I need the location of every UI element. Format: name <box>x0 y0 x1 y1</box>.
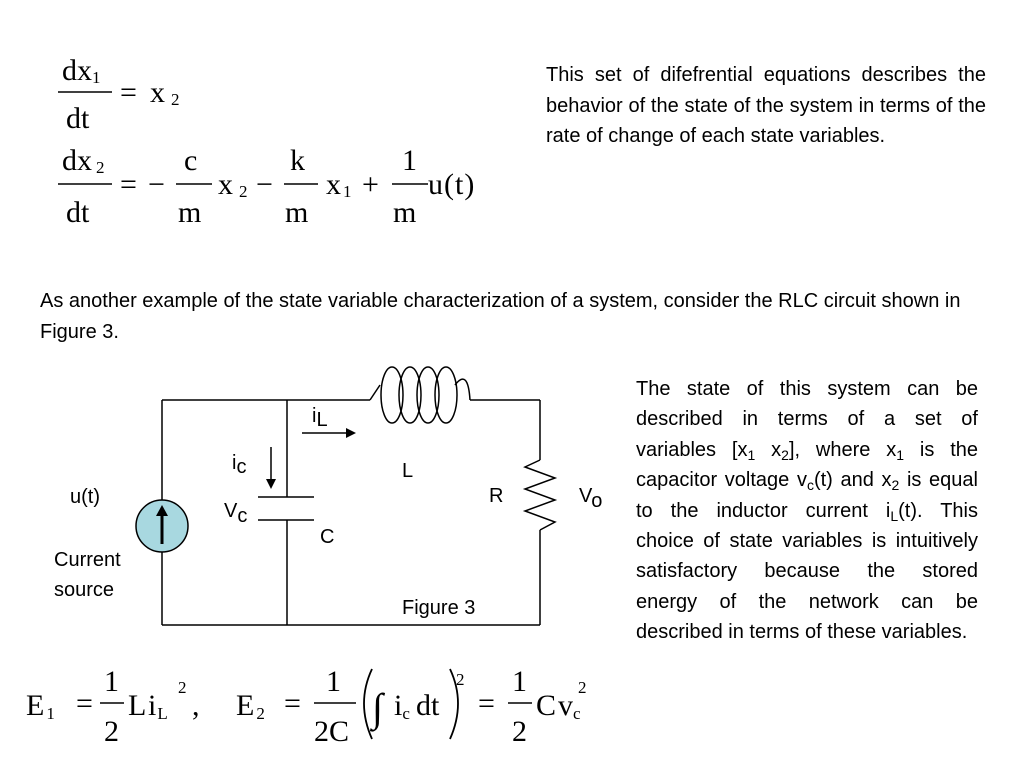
e2-square: 2 <box>456 670 465 689</box>
eq2-frac2-den: m <box>285 196 308 229</box>
resistor-zigzag <box>522 459 558 531</box>
e2-integral-sign: ∫ <box>369 685 386 732</box>
eq2-plus: + <box>362 168 379 201</box>
current-source-arrow-head <box>156 505 168 516</box>
ic-label: ic <box>232 452 246 478</box>
e1-L: L <box>128 689 146 722</box>
resistor-label: R <box>489 485 503 507</box>
e2-equals: = <box>284 687 301 720</box>
e2-dt: dt <box>416 689 440 722</box>
il-label: iL <box>312 405 328 431</box>
e2-half-num: 1 <box>512 665 527 698</box>
inductor-coil <box>369 366 471 424</box>
capacitor-label: C <box>320 526 334 548</box>
e1-iL: iL <box>148 689 168 723</box>
eq2-frac3-den: m <box>393 196 416 229</box>
paragraph-state-equations: This set of difefrential equations descr… <box>546 64 986 147</box>
e2-right-paren <box>449 668 459 740</box>
e2-vc: vc <box>558 689 581 723</box>
eq2-frac1-num: c <box>184 144 197 177</box>
il-arrow-head <box>346 428 356 438</box>
e2-frac-num: 1 <box>326 665 341 698</box>
e2-ic: ic <box>394 689 410 723</box>
eq2-denominator: dt <box>66 196 90 229</box>
e1-half-num: 1 <box>104 665 119 698</box>
e1-square: 2 <box>178 678 187 697</box>
paragraph-rlc-intro: As another example of the state variable… <box>40 290 961 343</box>
eq2-term3: u(t) <box>428 168 475 201</box>
eq2-minus-2: − <box>256 168 273 201</box>
eq1-equals: = <box>120 76 137 109</box>
rlc-circuit-diagram: iL ic L u(t) R Vo Vc C Current source Fi… <box>54 366 602 626</box>
e1-equals: = <box>76 687 93 720</box>
eq2-equals: = <box>120 168 137 201</box>
vc-label: Vc <box>224 500 247 527</box>
eq2-frac1-den: m <box>178 196 201 229</box>
inductor-label: L <box>402 460 413 482</box>
e1-comma: , <box>192 689 200 722</box>
eq2-minus-1: − <box>148 168 165 201</box>
e1-half-den: 2 <box>104 715 119 748</box>
eq2-frac3-num: 1 <box>402 144 417 177</box>
vo-label: Vo <box>579 485 602 512</box>
e2-frac-den: 2C <box>314 715 349 748</box>
figure-caption: Figure 3 <box>402 597 475 619</box>
eq2-frac2-num: k <box>290 144 305 177</box>
paragraph-state-description: The state of this system can be describe… <box>636 378 979 644</box>
eq1-numerator: dx1 <box>62 54 101 87</box>
e2-C: C <box>536 689 556 722</box>
source-label-source: source <box>54 579 114 601</box>
source-label-current: Current <box>54 549 121 571</box>
ic-arrow-head <box>266 479 276 489</box>
e2-equals-2: = <box>478 687 495 720</box>
e2-half-den: 2 <box>512 715 527 748</box>
e2-left-paren <box>363 668 373 740</box>
e2-vc-square: 2 <box>578 678 587 697</box>
eq1-denominator: dt <box>66 102 90 135</box>
source-label-ut: u(t) <box>70 486 100 508</box>
